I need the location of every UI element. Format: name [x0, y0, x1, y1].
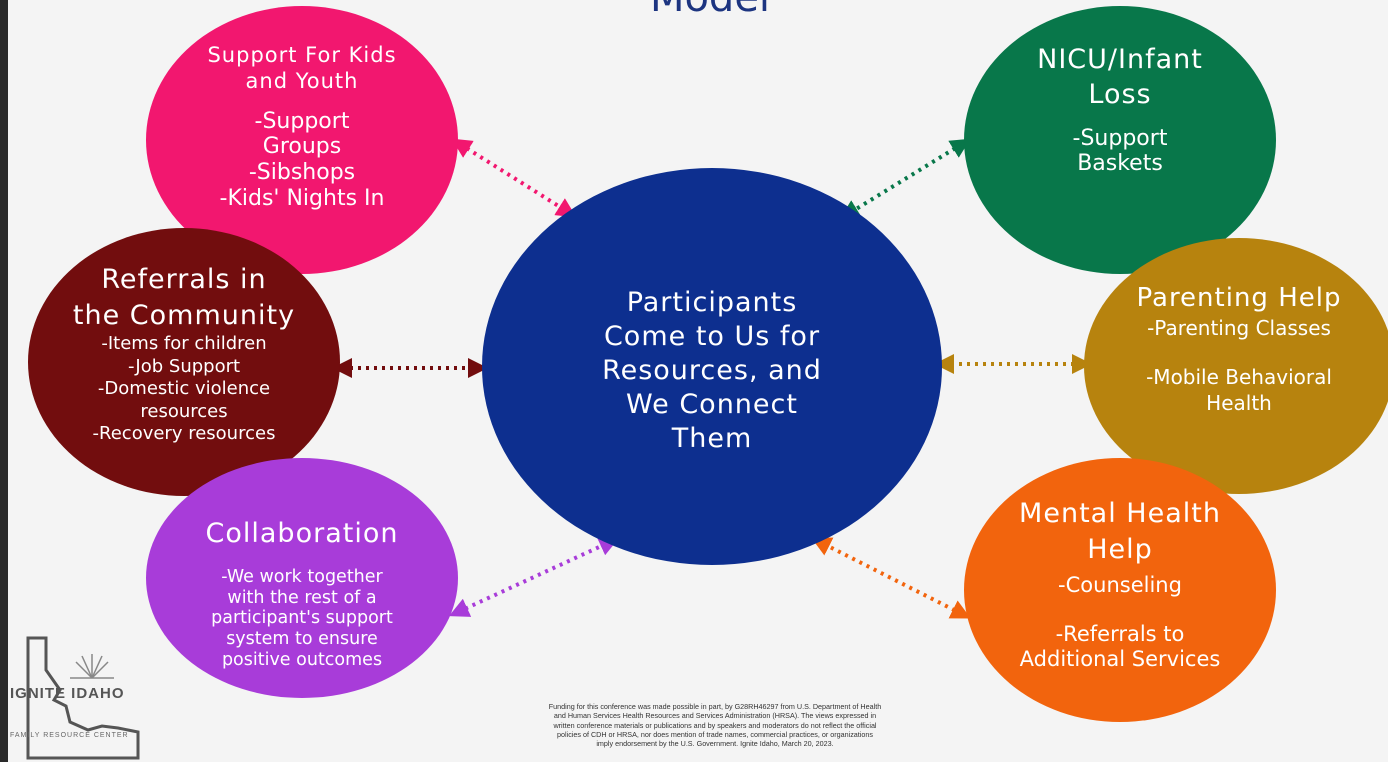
- center-circle: Participants Come to Us for Resources, a…: [482, 168, 942, 565]
- mental-health-title: Mental Health Help: [964, 496, 1276, 569]
- center-line: Come to Us for: [603, 321, 821, 353]
- title-line: Help: [1087, 534, 1153, 566]
- center-text: Participants Come to Us for Resources, a…: [482, 286, 942, 456]
- title-line: the Community: [72, 299, 296, 331]
- funding-disclaimer: Funding for this conference was made pos…: [484, 702, 946, 749]
- mental-health-items: -Counseling -Referrals to Additional Ser…: [964, 573, 1276, 673]
- referrals-community-circle: Referrals in the Community -Items for ch…: [28, 228, 340, 496]
- kids-youth-title: Support For Kids and Youth: [146, 42, 458, 95]
- nicu-infant-loss-title: NICU/Infant Loss: [964, 42, 1276, 112]
- title-line: and Youth: [245, 69, 359, 94]
- funding-line: imply endorsement by the U.S. Government…: [596, 739, 834, 749]
- arrow-kids-center: [451, 138, 577, 218]
- title-line: Loss: [1088, 79, 1152, 111]
- arrow-collab-center: [448, 537, 620, 617]
- logo-subtitle: FAMILY RESOURCE CENTER: [10, 732, 129, 739]
- list-item: -Items for children: [101, 333, 267, 355]
- list-item: -Support: [1072, 126, 1168, 152]
- funding-line: Funding for this conference was made pos…: [548, 702, 882, 711]
- collaboration-items: -We work together with the rest of a par…: [146, 567, 458, 670]
- idaho-state-sunburst-icon: [26, 636, 140, 760]
- nicu-infant-loss-items: -Support Baskets: [964, 126, 1276, 177]
- kids-youth-items: -Support Groups -Sibshops -Kids' Nights …: [146, 109, 458, 213]
- arrow-mental-center: [811, 537, 971, 619]
- list-item: Groups: [262, 134, 342, 160]
- nicu-infant-loss-circle: NICU/Infant Loss -Support Baskets: [964, 6, 1276, 274]
- parenting-help-items: -Parenting Classes -Mobile Behavioral He…: [1084, 316, 1388, 417]
- window-edge-bar: [0, 0, 8, 762]
- list-item: Health: [1206, 390, 1272, 415]
- list-item: Baskets: [1077, 151, 1163, 177]
- center-line: Them: [671, 423, 753, 455]
- list-item: system to ensure: [226, 629, 378, 650]
- list-item: positive outcomes: [221, 649, 383, 670]
- page-title: Model: [560, 0, 860, 18]
- referrals-community-title: Referrals in the Community: [28, 262, 340, 333]
- list-item: Additional Services: [1019, 647, 1221, 672]
- list-item: -Sibshops: [248, 160, 356, 186]
- funding-line: and Human Services Health Resources and …: [553, 711, 877, 721]
- list-item: -We work together: [221, 567, 383, 588]
- funding-line: written conference materials or publicat…: [553, 720, 877, 730]
- center-line: Resources, and: [602, 355, 822, 387]
- center-line: We Connect: [626, 389, 798, 421]
- collaboration-title: Collaboration: [205, 518, 399, 549]
- list-item: -Referrals to: [1055, 622, 1185, 647]
- list-item: -Kids' Nights In: [219, 186, 385, 212]
- list-item: with the rest of a: [227, 587, 377, 608]
- arrow-nicu-center: [839, 138, 971, 220]
- referrals-community-items: -Items for children -Job Support -Domest…: [28, 333, 340, 446]
- list-item: -Counseling: [1058, 572, 1182, 597]
- title-line: Mental Health: [1019, 498, 1221, 529]
- parenting-help-title: Parenting Help: [1136, 283, 1342, 313]
- title-line: Support For Kids: [207, 43, 397, 67]
- mental-health-circle: Mental Health Help -Counseling -Referral…: [964, 458, 1276, 722]
- collaboration-circle: Collaboration -We work together with the…: [146, 458, 458, 698]
- logo-name: IGNITE IDAHO: [10, 685, 125, 702]
- list-item: -Mobile Behavioral: [1146, 365, 1332, 390]
- list-item: resources: [140, 400, 228, 422]
- list-item: participant's support: [211, 608, 393, 629]
- list-item: -Job Support: [127, 355, 241, 377]
- center-line: Participants: [626, 287, 798, 318]
- funding-line: policies of CDH or HRSA, nor does mentio…: [557, 730, 873, 740]
- list-item: -Recovery resources: [92, 423, 276, 445]
- title-line: NICU/Infant: [1037, 44, 1203, 75]
- parenting-help-circle: Parenting Help -Parenting Classes -Mobil…: [1084, 238, 1388, 494]
- title-line: Referrals in: [101, 264, 267, 295]
- list-item: -Parenting Classes: [1147, 315, 1331, 340]
- list-item: -Support: [254, 108, 350, 134]
- list-item: -Domestic violence: [97, 378, 271, 400]
